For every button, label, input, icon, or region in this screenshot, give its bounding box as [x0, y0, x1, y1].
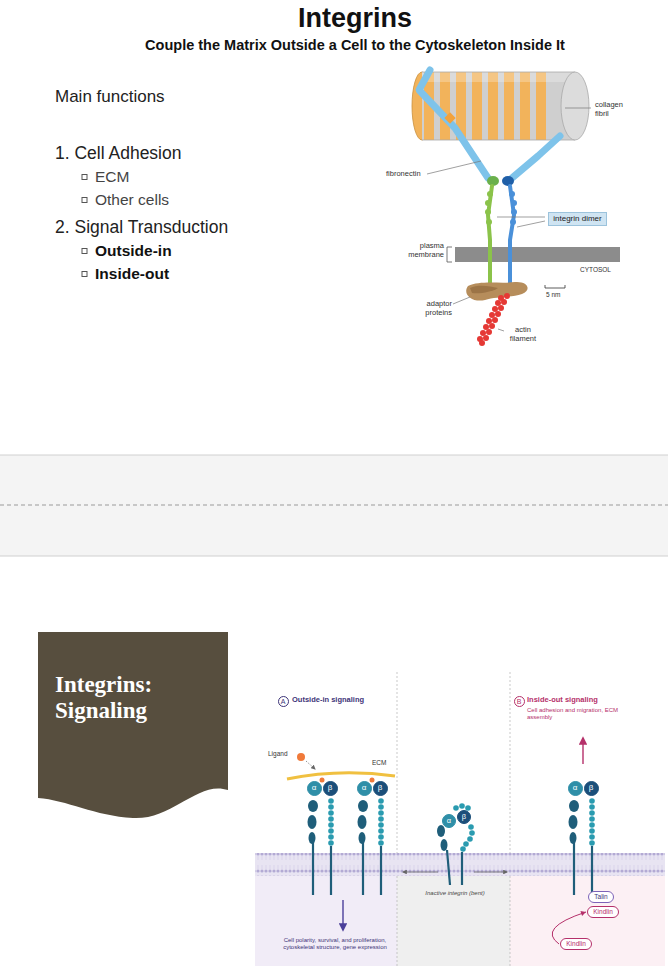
node-text: Talin	[594, 894, 607, 901]
panel-heading: Inside-out signaling	[527, 696, 598, 705]
node-text: B	[517, 698, 522, 705]
adaptor-proteins	[470, 286, 498, 294]
integrin-bent	[437, 803, 475, 885]
slide-separator	[0, 455, 668, 556]
alpha-subunit: α	[307, 781, 322, 796]
alpha-subunit: α	[357, 781, 372, 796]
node-text: β	[328, 784, 333, 792]
part-label: actin filament	[506, 326, 540, 344]
leader-line	[517, 221, 545, 227]
part-label: collagen fibril	[595, 101, 635, 119]
plasma-membrane	[455, 247, 620, 262]
list-subitem: Other cells	[95, 191, 169, 209]
node-text: β	[462, 813, 466, 821]
leader-line	[565, 108, 591, 109]
node-text: α	[447, 817, 451, 825]
panel-note: Cell adhesion and migration, ECM assembl…	[527, 707, 632, 721]
fibronectin	[419, 70, 560, 186]
ecm-fibre	[287, 773, 395, 779]
dimension: 5 nm	[546, 291, 560, 299]
node-text: α	[312, 784, 317, 792]
part-label: adaptor proteins	[416, 300, 452, 318]
list-subitem: Outside-in	[95, 242, 172, 260]
node-text: A	[281, 698, 286, 705]
integrin-dimer	[485, 186, 517, 284]
panel-heading: Outside-in signaling	[292, 696, 364, 705]
actin-filament	[477, 293, 510, 346]
leader-line	[427, 161, 481, 174]
adaptor-proteins	[466, 282, 527, 301]
node-text: β	[589, 784, 594, 792]
panel-letter: A	[278, 696, 289, 707]
beta-subunit: β	[457, 810, 471, 824]
node-text: Kindlin	[593, 909, 613, 916]
part-label: ECM	[372, 759, 386, 767]
alpha-subunit: α	[442, 814, 456, 828]
integrin-active	[569, 798, 595, 895]
node-text: Kindlin	[566, 941, 586, 948]
leader-line	[497, 217, 545, 218]
part-label: Ligand	[268, 750, 288, 758]
bracket	[447, 247, 452, 262]
protein-oval: Kindlin	[560, 938, 592, 950]
title-banner: Integrins: Signaling	[38, 632, 228, 822]
protein-oval: Kindlin	[587, 906, 619, 918]
banner-shape	[38, 632, 228, 822]
slide-title: Integrins	[155, 3, 555, 34]
node-text: β	[378, 784, 383, 792]
banner-fill	[38, 632, 228, 818]
beta-subunit: β	[584, 781, 599, 796]
beta-subunit: β	[323, 781, 338, 796]
node-text: α	[362, 784, 367, 792]
integrin-active	[358, 798, 384, 895]
panel-letter: B	[514, 696, 525, 707]
region-label: CYTOSOL	[580, 266, 611, 274]
signaling-figure	[255, 672, 665, 966]
part-label: Inactive integrin (bent)	[425, 890, 485, 897]
ligand-dot	[297, 753, 305, 761]
scale-bar	[545, 285, 565, 288]
list-item: 2. Signal Transduction	[55, 217, 228, 238]
leader-line	[453, 297, 470, 304]
part-label: plasma membrane	[398, 242, 444, 260]
part-label: fibronectin	[386, 170, 421, 179]
protein-oval: Talin	[588, 891, 614, 903]
node-text: integrin dimer	[553, 214, 602, 223]
list-subitem: ECM	[95, 168, 129, 186]
beta-subunit: β	[373, 781, 388, 796]
list-subitem: Inside-out	[95, 265, 169, 283]
list-heading: Main functions	[55, 87, 165, 107]
subtitle: Couple the Matrix Outside a Cell to the …	[55, 37, 655, 54]
panel-note: Cell polarity, survival, and proliferati…	[276, 937, 394, 951]
node-text: α	[573, 784, 578, 792]
leader-line	[498, 329, 504, 331]
label-box: integrin dimer	[548, 212, 607, 226]
banner-text: Integrins: Signaling	[55, 672, 205, 725]
list-item: 1. Cell Adhesion	[55, 143, 181, 164]
arrowhead	[580, 911, 586, 916]
integrin-active	[308, 798, 334, 895]
alpha-subunit: α	[568, 781, 583, 796]
